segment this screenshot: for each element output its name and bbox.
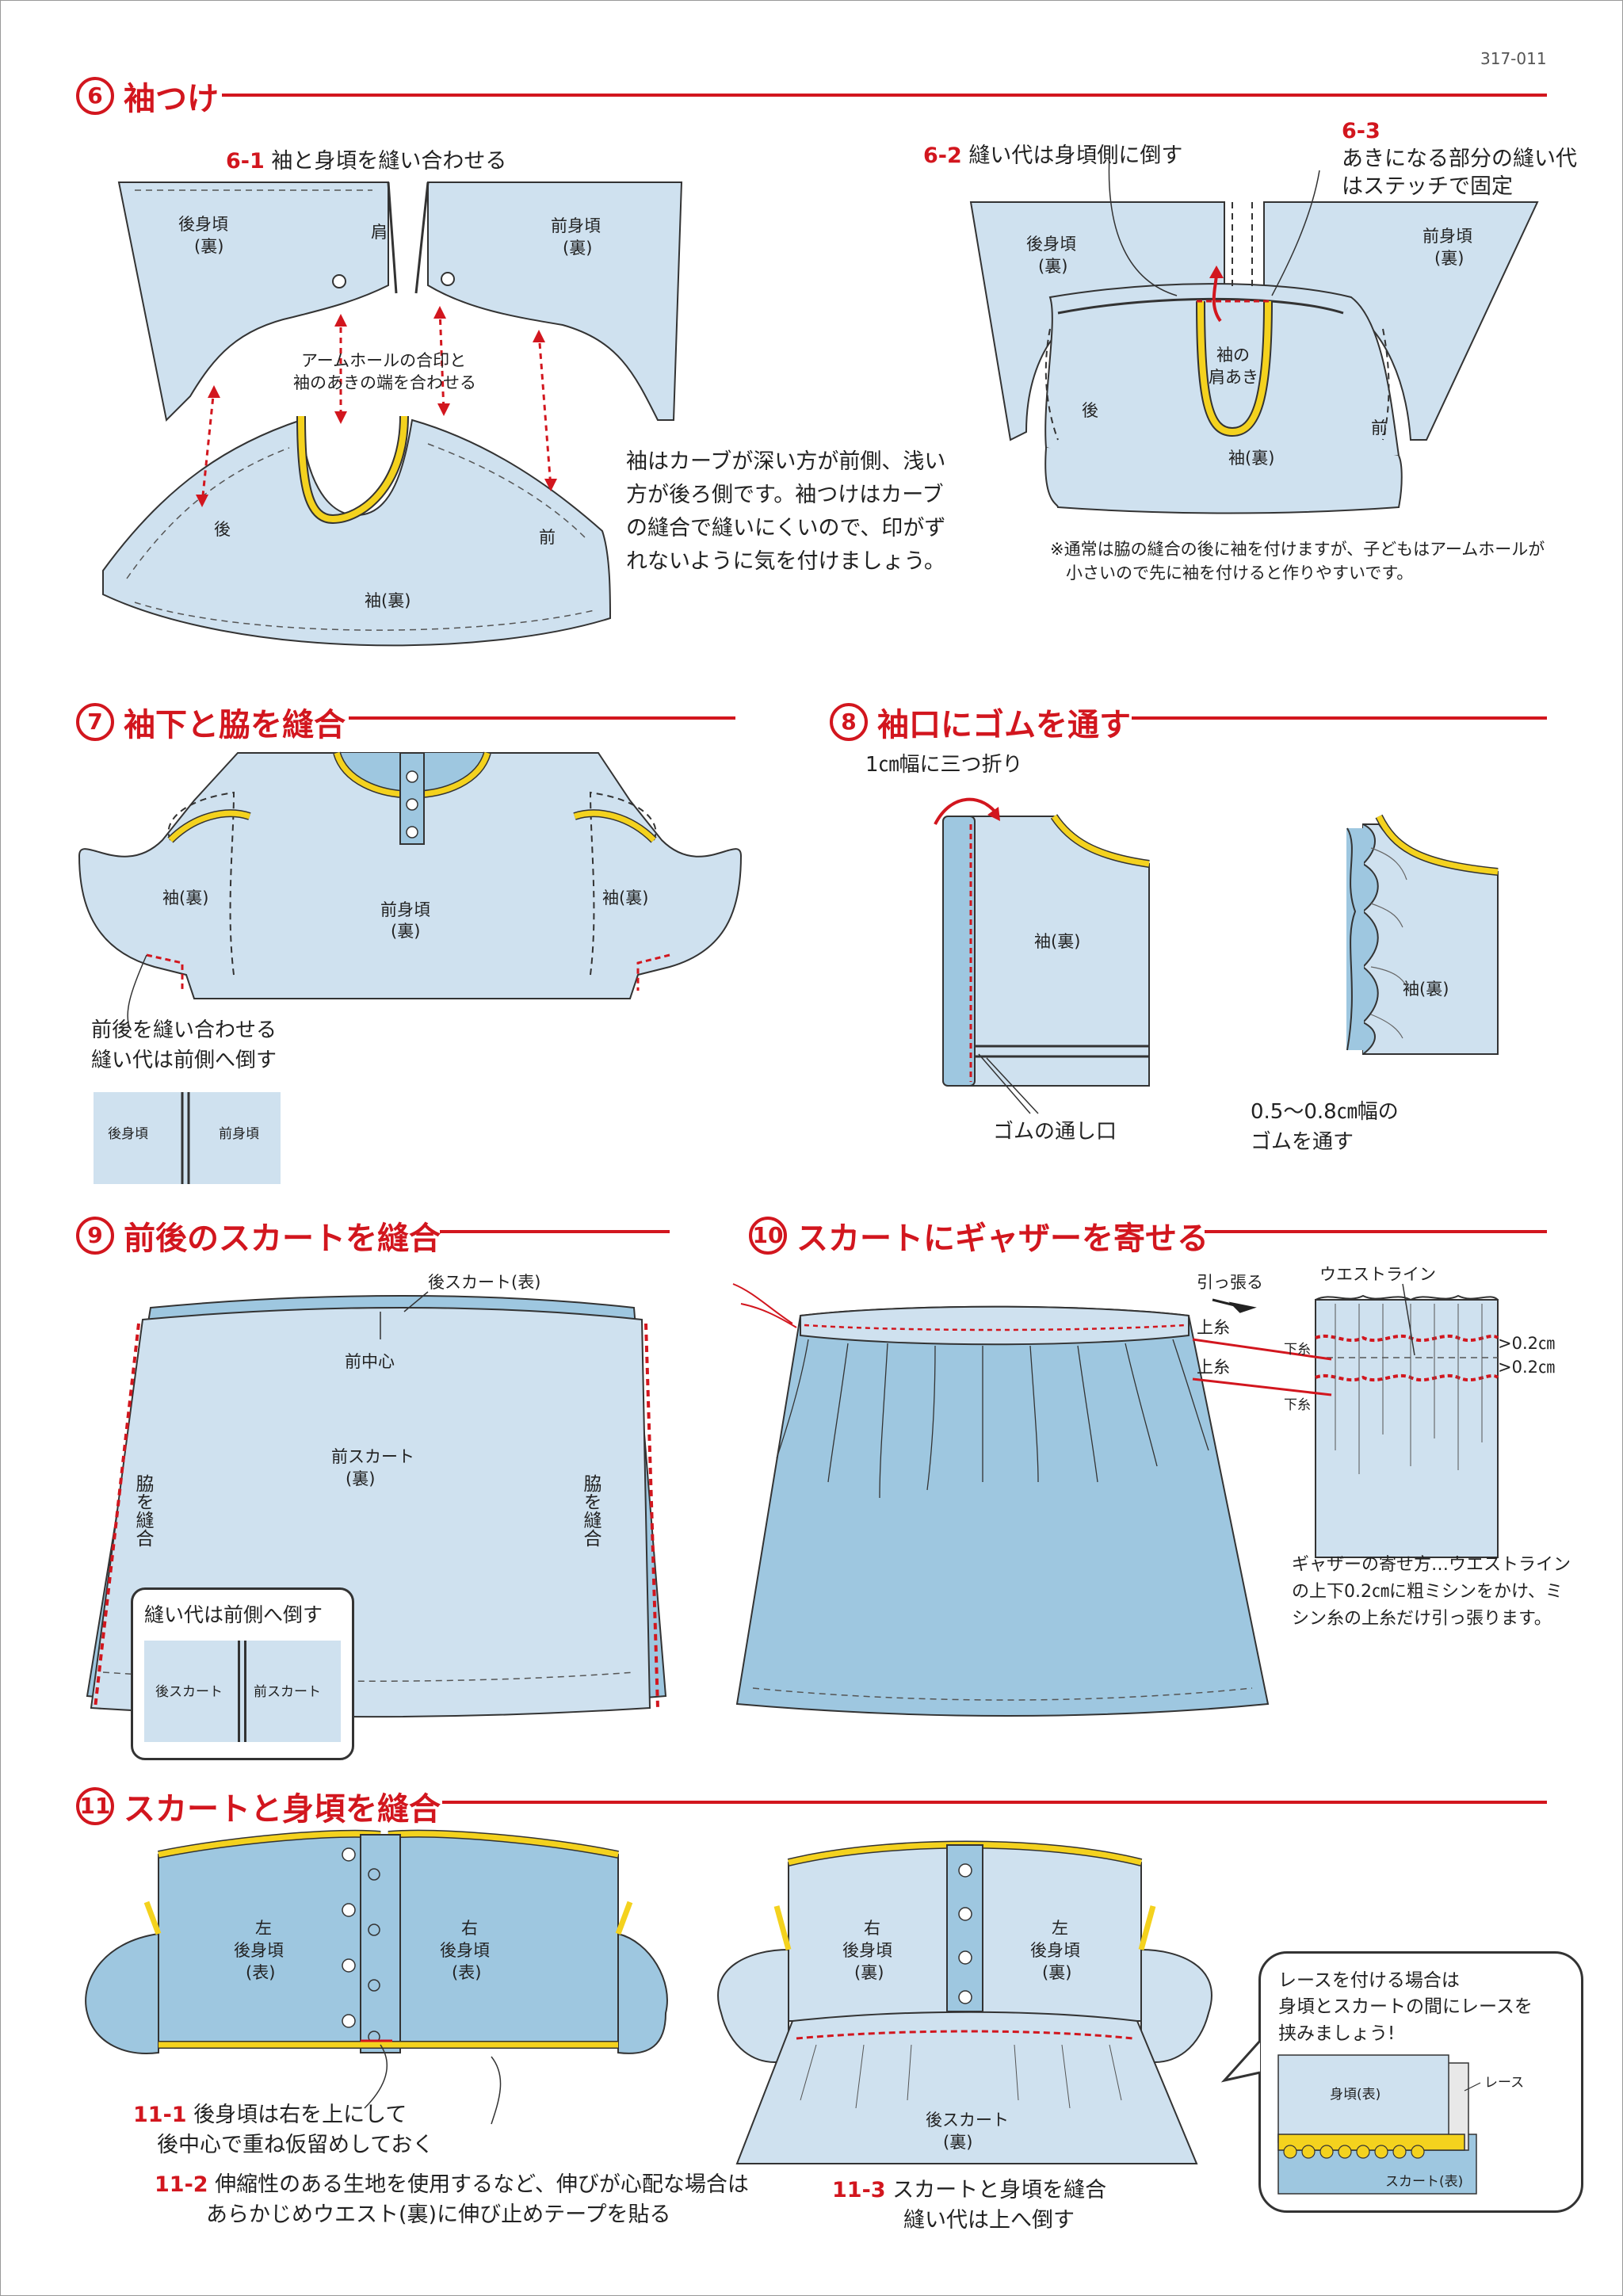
svg-text:(裏): (裏) xyxy=(854,1963,884,1982)
label-sleeve: 袖(裏) xyxy=(1228,449,1274,468)
label-back-body-ura: (裏) xyxy=(1038,257,1067,276)
svg-text:後身頃: 後身頃 xyxy=(234,1941,284,1960)
svg-text:後身頃: 後身頃 xyxy=(108,1126,148,1142)
note-10: ギャザーの寄せ方…ウエストライン の上下0.2㎝に粗ミシンをかけ、ミ シン糸の上… xyxy=(1292,1555,1571,1629)
section-6-rule xyxy=(222,94,1547,97)
label-side-seam-left: 脇を縫合 xyxy=(132,1474,155,1547)
svg-text:左: 左 xyxy=(1052,1919,1068,1938)
note-7: 前後を縫い合わせる 縫い代は前側へ倒す xyxy=(91,1018,277,1072)
label-front: 前 xyxy=(1371,418,1388,437)
seam-inset-9: 縫い代は前側へ倒す 後スカート 前スカート xyxy=(131,1587,354,1760)
step-11-2: 11-2 伸縮性のある生地を使用するなど、伸びが心配な場合は あらかじめウエスト… xyxy=(155,2172,749,2227)
label-dist-1: >0.2㎝ xyxy=(1498,1334,1555,1353)
svg-text:身頃(表): 身頃(表) xyxy=(1330,2087,1381,2103)
label-waistline: ウエストライン xyxy=(1319,1265,1436,1284)
label-front-body-ura: (裏) xyxy=(391,922,420,941)
note-8: 0.5～0.8㎝幅の ゴムを通す xyxy=(1251,1100,1399,1154)
diagram-7: 袖(裏) 袖(裏) 前身頃 (裏) xyxy=(78,751,743,1031)
label-front-center: 前中心 xyxy=(345,1352,395,1371)
svg-text:後スカート: 後スカート xyxy=(926,2111,1009,2130)
label-back-body: 後身頃 xyxy=(178,215,228,234)
label-side-seam-right: 脇を縫合 xyxy=(580,1474,602,1547)
diagram-10-skirt xyxy=(732,1283,1270,1717)
svg-text:(裏): (裏) xyxy=(943,2133,972,2152)
label-back: 後 xyxy=(1082,401,1098,420)
lace-diagram: 身頃(表) レース スカート(表) xyxy=(1277,2054,1524,2195)
section-11-rule xyxy=(442,1801,1547,1804)
step-11-3: 11-3 スカートと身頃を縫合 縫い代は上へ倒す xyxy=(832,2178,1107,2233)
svg-text:前身頃: 前身頃 xyxy=(219,1126,259,1142)
label-sleeve: 袖(裏) xyxy=(1034,932,1080,951)
diagram-8-left: 袖(裏) xyxy=(934,797,1150,1114)
svg-text:後身頃: 後身頃 xyxy=(1030,1941,1080,1960)
section-7-rule xyxy=(349,716,735,720)
label-armhole-1: アームホールの合印と xyxy=(301,351,466,370)
label-front-body-ura: (裏) xyxy=(1434,249,1464,268)
step-11-1: 11-1 後身頃は右を上にして 後中心で重ね仮留めしておく xyxy=(133,2103,434,2157)
diagram-11-middle: 右 後身頃 (裏) 左 後身頃 (裏) 後スカート (裏) xyxy=(717,1840,1212,2164)
svg-text:(裏): (裏) xyxy=(1042,1963,1071,1982)
label-pull: 引っ張る xyxy=(1197,1273,1263,1292)
svg-text:(表): (表) xyxy=(452,1963,481,1982)
section-9-rule xyxy=(440,1230,670,1233)
label-front-body: 前身頃 xyxy=(551,216,601,235)
label-back: 後 xyxy=(214,520,231,539)
seam-detail-7: 後身頃 前身頃 xyxy=(94,1092,281,1184)
label-top-thread-2: 上糸 xyxy=(1197,1358,1230,1377)
section-8-rule xyxy=(1132,716,1547,720)
diagram-11-left: 左 後身頃 (表) 右 後身頃 (表) xyxy=(85,1829,668,2125)
label-back-body-ura: (裏) xyxy=(194,237,223,256)
label-front-skirt: 前スカート xyxy=(331,1447,414,1466)
diagram-6-1: 後身頃 (裏) 肩 前身頃 (裏) アームホールの合印と 袖のあきの端を合わせる… xyxy=(102,181,683,647)
svg-text:レース: レース xyxy=(1484,2075,1524,2091)
svg-text:左: 左 xyxy=(255,1919,272,1938)
step-6-2: 6-2 縫い代は身頃側に倒す xyxy=(923,143,1183,168)
lace-callout: レースを付ける場合は 身頃とスカートの間にレースを 挟みましょう! 身頃(表) … xyxy=(1258,1951,1583,2213)
label-front-body: 前身頃 xyxy=(380,900,430,919)
lace-callout-tail xyxy=(1220,2039,1262,2083)
label-front-body-ura: (裏) xyxy=(563,239,592,258)
label-sleeve: 袖(裏) xyxy=(365,591,411,610)
label-front: 前 xyxy=(539,528,556,547)
label-back-body: 後身頃 xyxy=(1026,235,1076,254)
diagram-8-right: 袖(裏) xyxy=(1346,814,1499,1055)
label-sleeve-left: 袖(裏) xyxy=(162,888,208,907)
section-10-rule xyxy=(1205,1230,1547,1233)
label-sleeve-open-2: 肩あき xyxy=(1209,368,1258,387)
svg-text:後身頃: 後身頃 xyxy=(440,1941,490,1960)
small-note-6: ※通常は脇の縫合の後に袖を付けますが、子どもはアームホールが 小さいので先に袖を… xyxy=(1050,540,1545,583)
note-6: 袖はカーブが深い方が前側、浅い 方が後ろ側です。袖つけはカーブ の縫合で縫いにく… xyxy=(626,449,946,574)
label-dist-2: >0.2㎝ xyxy=(1498,1358,1555,1377)
step-6-1: 6-1 袖と身頃を縫い合わせる xyxy=(226,149,507,174)
label-sleeve-open-1: 袖の xyxy=(1216,346,1250,365)
svg-text:右: 右 xyxy=(461,1919,478,1938)
label-fold: 1㎝幅に三つ折り xyxy=(865,753,1023,777)
label-front-body: 前身頃 xyxy=(1423,227,1472,246)
diagram-6-2: 後身頃 (裏) 前身頃 (裏) 袖の 肩あき 後 前 袖(裏) xyxy=(969,154,1539,514)
label-shoulder: 肩 xyxy=(371,223,388,242)
label-sleeve-right: 袖(裏) xyxy=(602,888,648,907)
label-armhole-2: 袖のあきの端を合わせる xyxy=(293,373,476,392)
label-elastic-passage: ゴムの通し口 xyxy=(993,1120,1117,1144)
label-sleeve: 袖(裏) xyxy=(1403,980,1449,999)
label-back-skirt: 後スカート(表) xyxy=(428,1273,540,1292)
label-bottom-thread-1: 下糸 xyxy=(1284,1342,1311,1358)
step-6-3: 6-3 あきになる部分の縫い代 はステッチで固定 xyxy=(1342,119,1577,200)
svg-text:スカート(表): スカート(表) xyxy=(1385,2174,1463,2190)
svg-text:後身頃: 後身頃 xyxy=(842,1941,892,1960)
page-number: 317-011 xyxy=(1480,49,1547,68)
label-top-thread-1: 上糸 xyxy=(1197,1318,1230,1337)
label-bottom-thread-2: 下糸 xyxy=(1284,1397,1311,1413)
label-front-skirt-ura: (裏) xyxy=(346,1469,375,1488)
section-6-number: 6 xyxy=(76,77,114,115)
svg-text:右: 右 xyxy=(864,1919,880,1938)
diagram-10-detail: 引っ張る 上糸 上糸 下糸 下糸 ウエストライン >0.2㎝ >0.2㎝ xyxy=(1192,1265,1555,1558)
svg-text:(表): (表) xyxy=(246,1963,275,1982)
